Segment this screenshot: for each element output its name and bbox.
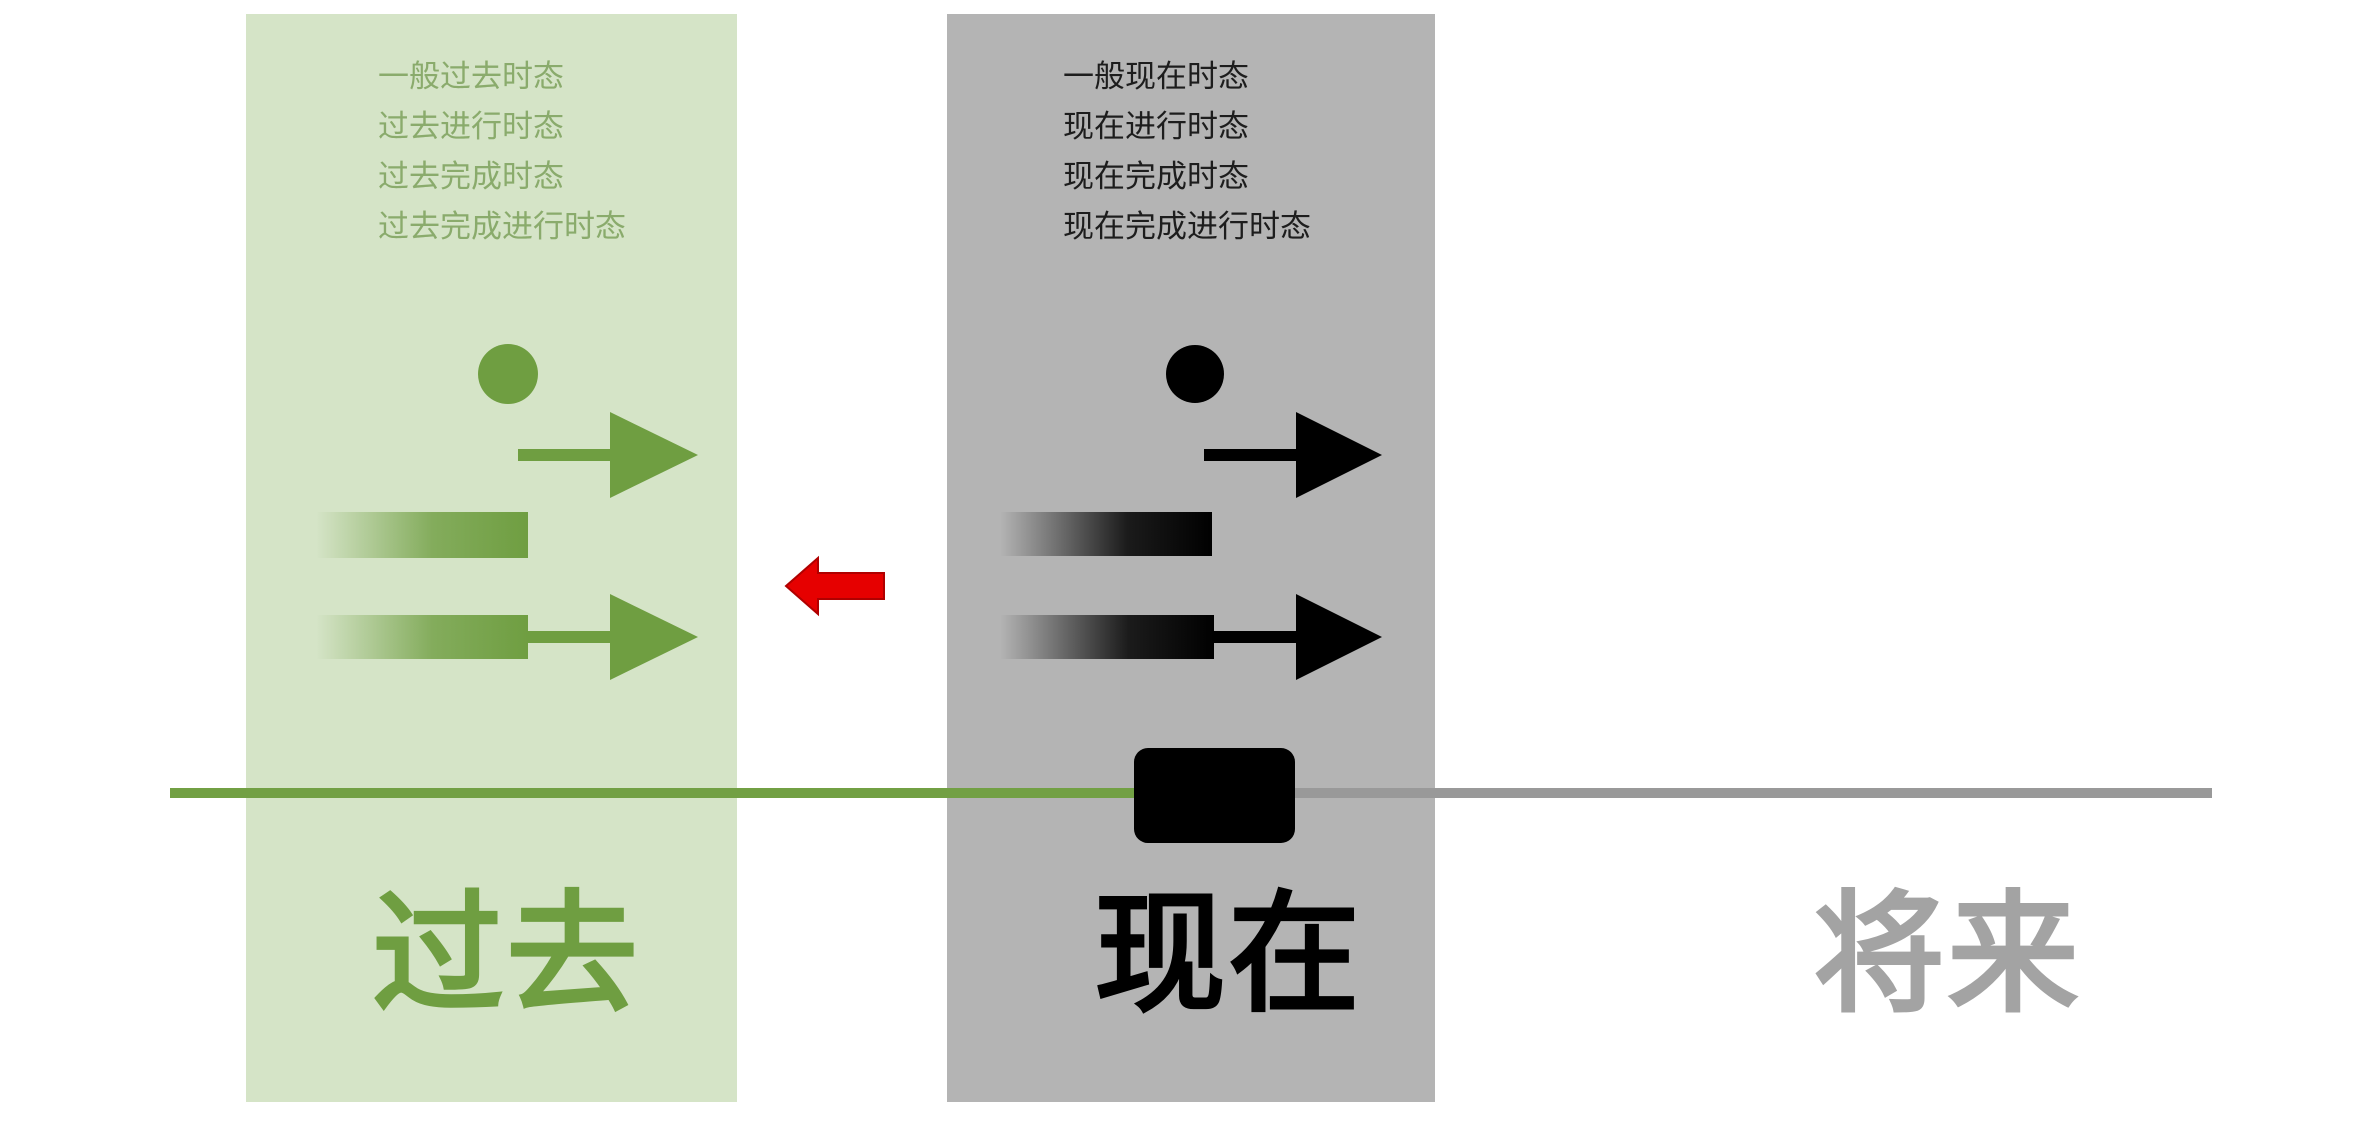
present-fading-bar-icon <box>1000 512 1212 556</box>
past-arrow-right-icon <box>518 412 698 498</box>
present-tense-perfect: 现在完成时态 <box>1063 159 1249 195</box>
future-label: 将来 <box>1813 877 2081 1032</box>
timeline-future-segment <box>1135 788 2212 798</box>
present-arrow-right-icon <box>1204 412 1382 498</box>
past-fading-bar-arrow-icon <box>316 594 698 680</box>
present-dot-icon <box>1166 345 1224 403</box>
present-fading-bar-arrow-icon <box>1000 594 1382 680</box>
past-tense-perfect-progressive: 过去完成进行时态 <box>378 209 626 245</box>
past-dot-icon <box>478 344 538 404</box>
past-tense-perfect: 过去完成时态 <box>378 159 564 195</box>
past-tense-progressive: 过去进行时态 <box>378 109 564 145</box>
past-label: 过去 <box>372 877 640 1032</box>
present-tense-simple: 一般现在时态 <box>1063 59 1249 95</box>
present-panel <box>947 14 1435 1102</box>
present-tense-list: 一般现在时态 现在进行时态 现在完成时态 现在完成进行时态 <box>1063 52 1311 252</box>
past-panel <box>246 14 737 1102</box>
present-label: 现在 <box>1094 877 1362 1032</box>
past-tense-list: 一般过去时态 过去进行时态 过去完成时态 过去完成进行时态 <box>378 52 626 252</box>
present-tense-perfect-progressive: 现在完成进行时态 <box>1063 209 1311 245</box>
timeline-past-segment <box>170 788 1135 798</box>
present-tense-progressive: 现在进行时态 <box>1063 109 1249 145</box>
past-fading-bar-icon <box>316 512 528 558</box>
now-marker <box>1134 748 1295 843</box>
past-tense-simple: 一般过去时态 <box>378 59 564 95</box>
backshift-arrow-left-icon <box>784 555 885 617</box>
